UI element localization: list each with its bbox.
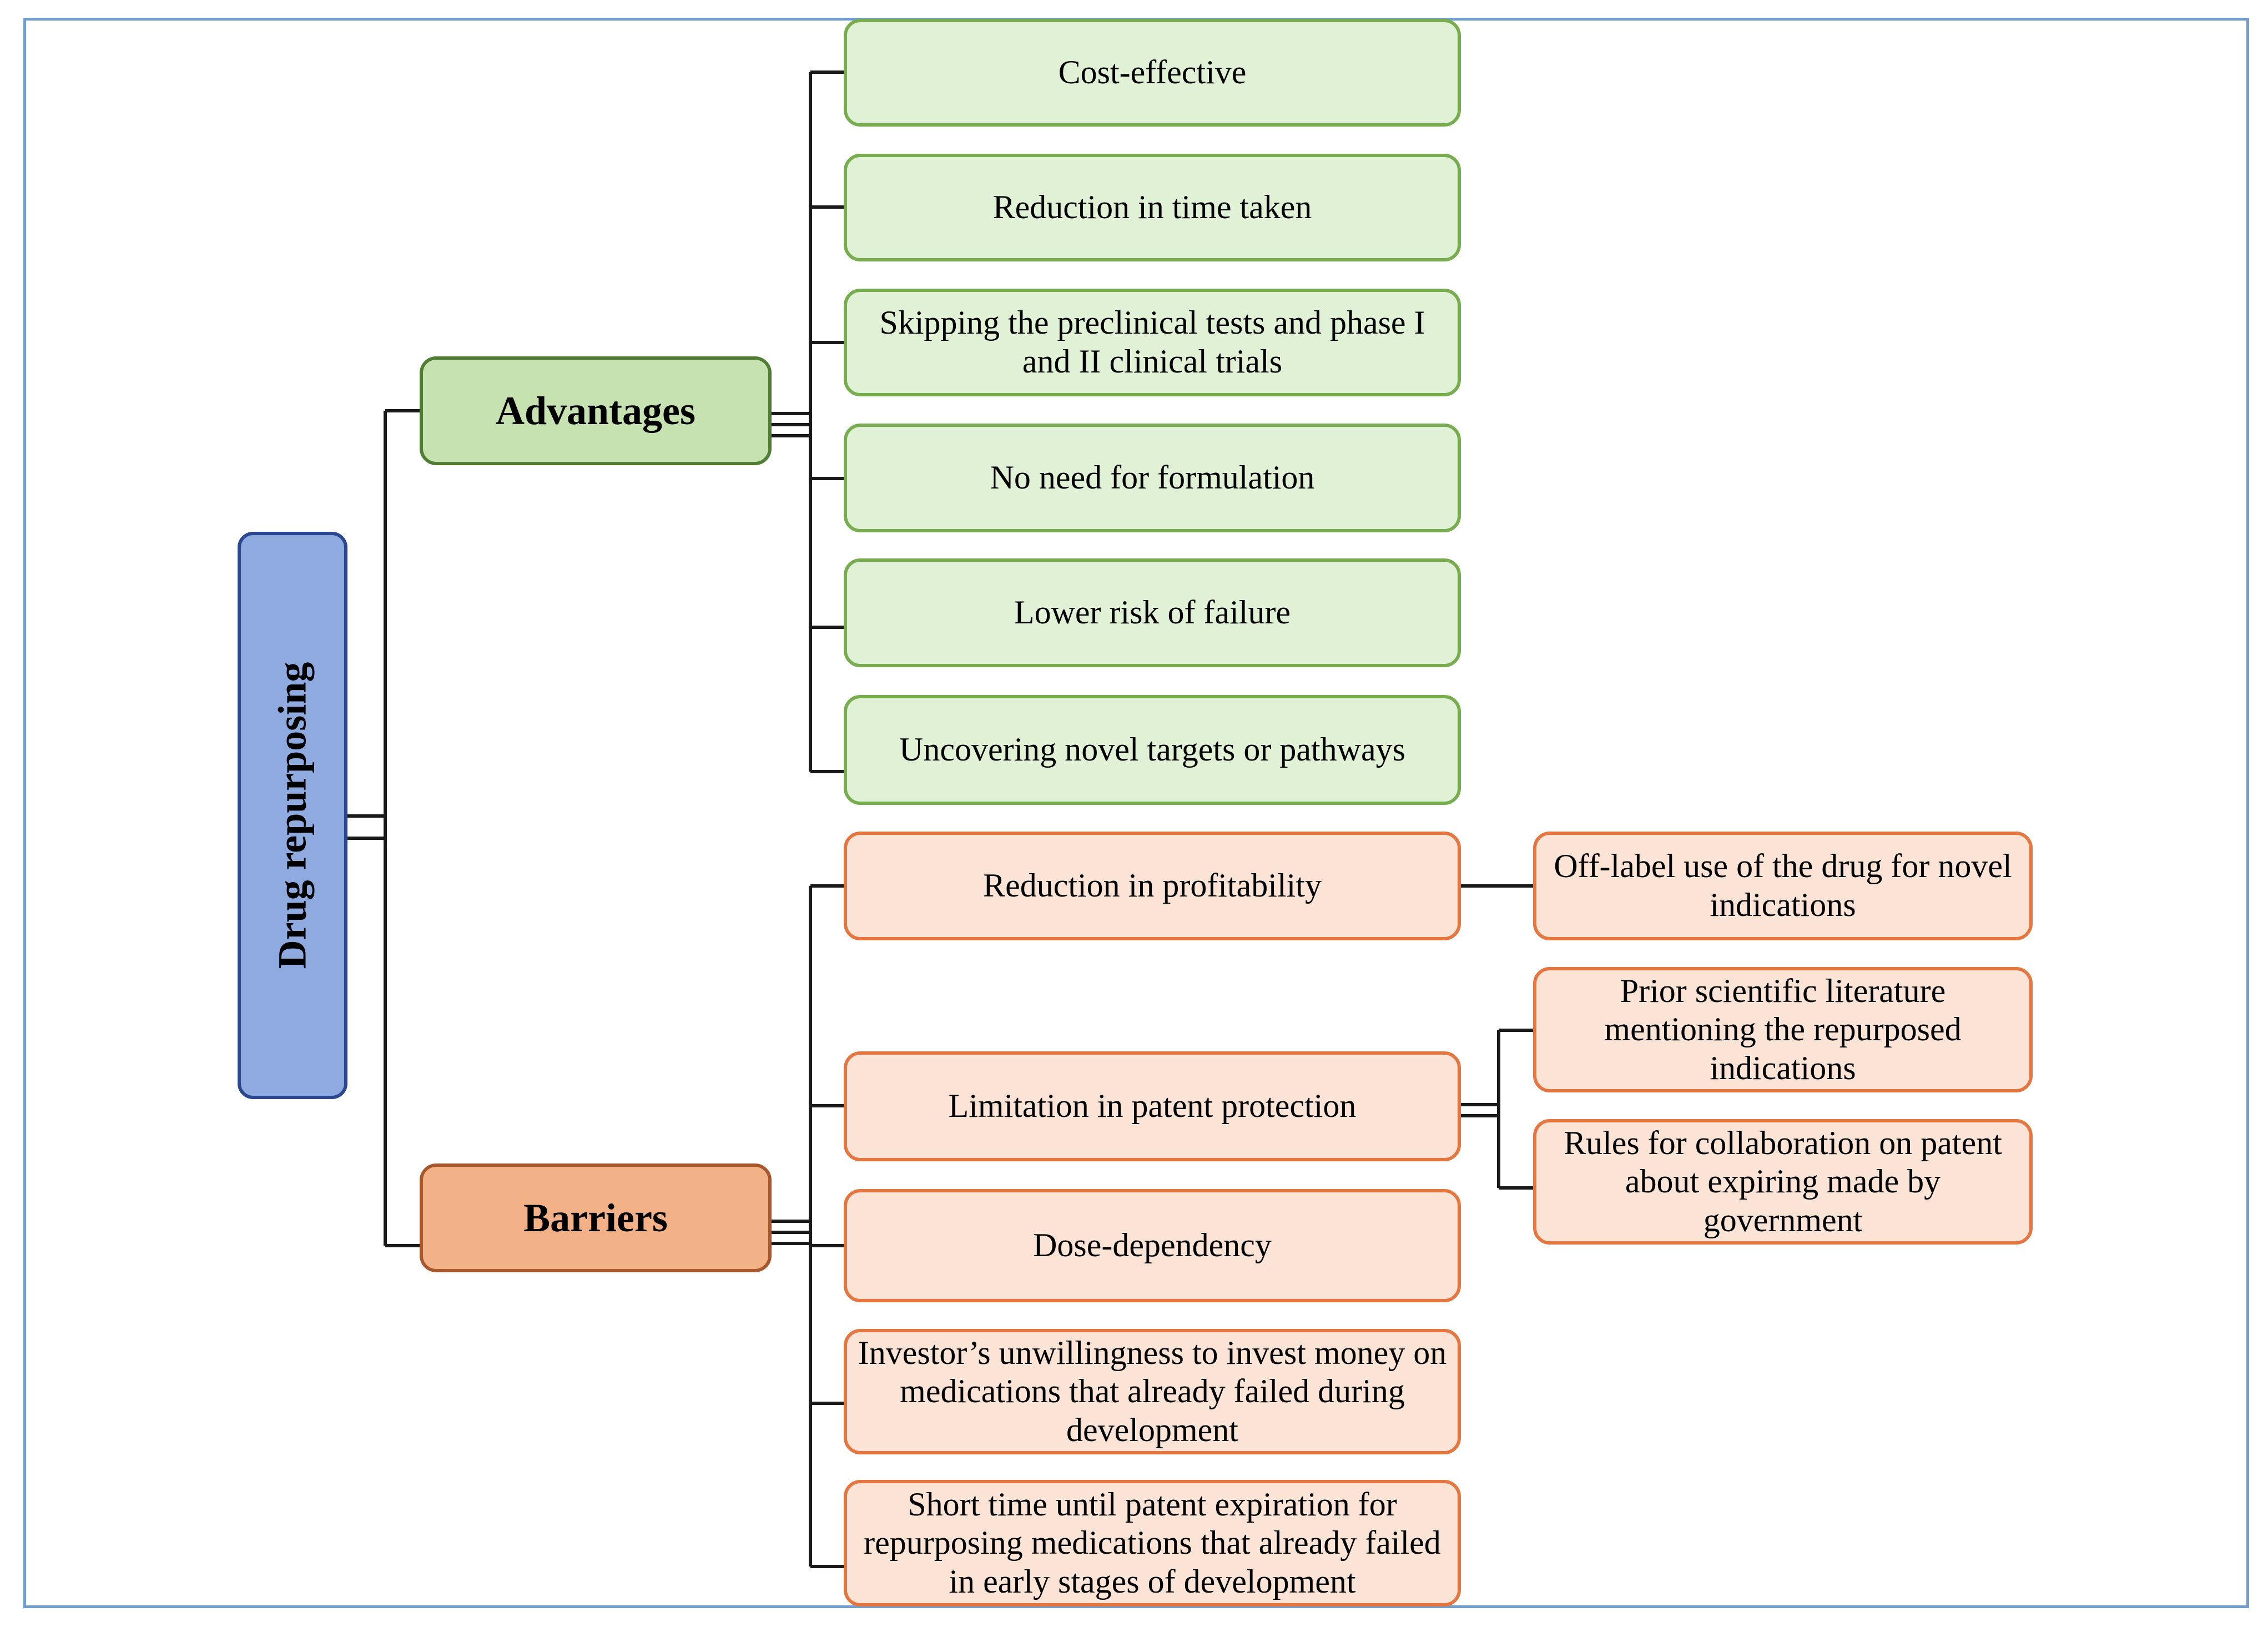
barrier-item: Short time until patent expiration for r… — [844, 1480, 1461, 1606]
barrier-item: Reduction in profitability — [844, 832, 1461, 940]
barrier-subitem: Off-label use of the drug for novel indi… — [1533, 832, 2033, 940]
barrier-subitem: Rules for collaboration on patent about … — [1533, 1119, 2033, 1245]
advantage-item: Reduction in time taken — [844, 154, 1461, 261]
barrier-item: Limitation in patent protection — [844, 1051, 1461, 1161]
barriers-node: Barriers — [420, 1163, 772, 1272]
advantage-item: No need for formulation — [844, 424, 1461, 532]
advantage-item: Uncovering novel targets or pathways — [844, 695, 1461, 805]
barriers-connector — [772, 884, 844, 1568]
drug-repurposing-node: Drug repurposing — [238, 532, 347, 1099]
advantages-connector — [772, 70, 844, 773]
patent-connector — [1461, 1029, 1533, 1190]
advantage-item: Lower risk of failure — [844, 558, 1461, 667]
barrier-item: Investor’s unwillingness to invest money… — [844, 1329, 1461, 1454]
advantage-item: Skipping the preclinical tests and phase… — [844, 289, 1461, 396]
root-connector — [347, 409, 420, 1247]
barrier-subitem: Prior scientific literature mentioning t… — [1533, 967, 2033, 1092]
advantage-item: Cost-effective — [844, 19, 1461, 127]
advantages-node: Advantages — [420, 356, 772, 465]
barrier-item: Dose-dependency — [844, 1189, 1461, 1302]
drug-repurposing-label: Drug repurposing — [270, 662, 315, 969]
